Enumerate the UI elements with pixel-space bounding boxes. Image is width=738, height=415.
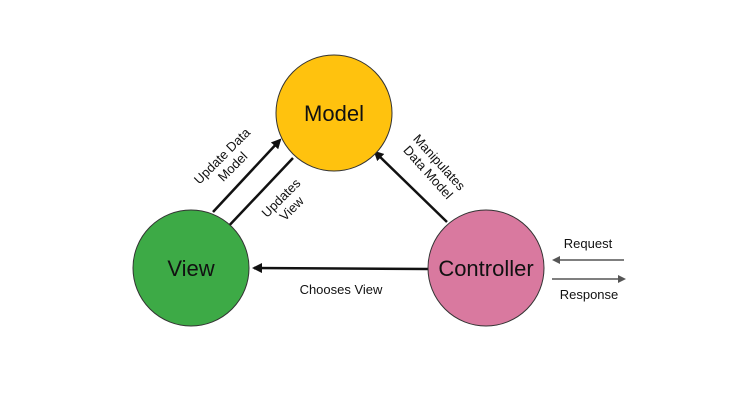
- arrow-view-to-model: [212, 138, 282, 213]
- label-response: Response: [560, 287, 619, 302]
- label-manipulates-data-model: Manipulates Data Model: [400, 131, 468, 202]
- arrow-controller-to-view: [252, 263, 429, 274]
- model-label: Model: [304, 101, 364, 126]
- view-circle: [132, 209, 250, 327]
- arrow-model-to-view: [222, 157, 294, 233]
- arrow-controller-to-model: [373, 150, 448, 223]
- label-chooses-view: Chooses View: [300, 282, 383, 297]
- node-controller: Controller: [427, 209, 545, 327]
- model-circle: [275, 54, 393, 172]
- node-view: View: [132, 209, 250, 327]
- label-update-data-model: Update Data Model: [191, 124, 254, 187]
- node-model: Model: [275, 54, 393, 172]
- label-updates-view: Updates View: [259, 175, 308, 224]
- controller-circle: [427, 209, 545, 327]
- controller-label: Controller: [438, 256, 533, 281]
- view-label: View: [167, 256, 214, 281]
- label-request: Request: [564, 236, 613, 251]
